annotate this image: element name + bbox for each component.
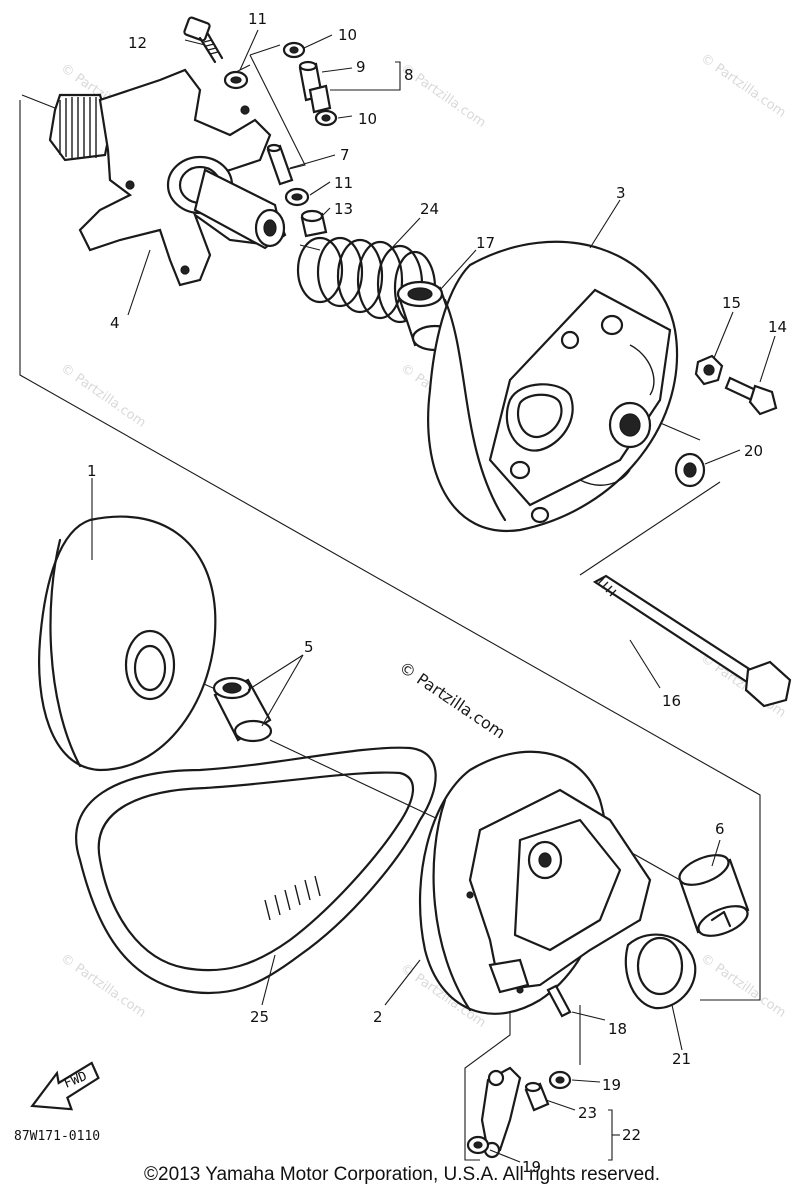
callout-6: 6 [715,820,725,838]
part-18-pin [546,984,572,1018]
part-23-roller [524,1081,550,1112]
callout-17: 17 [476,234,495,252]
callout-3: 3 [616,184,626,202]
diagram-ref-code: 87W171-0110 [14,1129,100,1144]
part-1-sheave-disc [38,515,217,772]
callout-12: 12 [128,34,147,52]
callout-19: 19 [522,1158,541,1176]
callout-11: 11 [334,174,353,192]
part-10-washers [282,41,338,127]
part-16-long-bolt [592,574,792,708]
part-3-sheave-cover [427,240,679,533]
callout-5: 5 [304,638,314,656]
callout-16: 16 [662,692,681,710]
part-11-washers [223,70,310,207]
callout-numbers: 12 11 10 9 8 10 7 11 13 24 17 3 4 15 14 … [87,10,787,1176]
callout-7: 7 [340,146,350,164]
callout-10: 10 [338,26,357,44]
callout-23: 23 [578,1104,597,1122]
part-13-collar [300,209,328,238]
part-4-fixed-sheave-shaft [48,68,287,287]
watermark-faint: © Partzilla.com [698,951,789,1021]
callout-9: 9 [356,58,366,76]
callout-1: 1 [87,462,97,480]
part-19-washers [466,1070,572,1155]
part-5-bushing [212,676,273,743]
callout-20: 20 [744,442,763,460]
part-25-v-belt [75,746,437,995]
callout-15: 15 [722,294,741,312]
callout-10: 10 [358,110,377,128]
callout-18: 18 [608,1020,627,1038]
part-9-roller [298,60,332,114]
callout-21: 21 [672,1050,691,1068]
watermark-faint: © Partzilla.com [698,51,789,121]
callout-22: 22 [622,1126,641,1144]
part-7-pin [266,143,294,186]
part-12-bolt [183,16,224,64]
part-6-sleeve [678,854,750,937]
callout-4: 4 [110,314,120,332]
callout-19: 19 [602,1076,621,1094]
part-2-movable-sheave [418,750,652,1015]
callout-25: 25 [250,1008,269,1026]
watermark-faint: © Partzilla.com [58,361,149,431]
callout-14: 14 [768,318,787,336]
watermark-faint: © Partzilla.com [58,951,149,1021]
callout-leaders [91,29,776,1163]
part-15-nut [694,354,724,386]
part-21-oil-seal [624,933,697,1010]
callout-24: 24 [420,200,439,218]
fwd-arrow: FWD [30,1061,100,1111]
part-20-washer [674,452,706,488]
part-14-bolt [724,376,778,416]
callout-13: 13 [334,200,353,218]
partzilla-watermark: © Partzilla.com [396,658,509,743]
callout-2: 2 [373,1008,383,1026]
copyright-notice: ©2013 Yamaha Motor Corporation, U.S.A. A… [144,1164,660,1185]
callout-8: 8 [404,66,414,84]
callout-11: 11 [248,10,267,28]
